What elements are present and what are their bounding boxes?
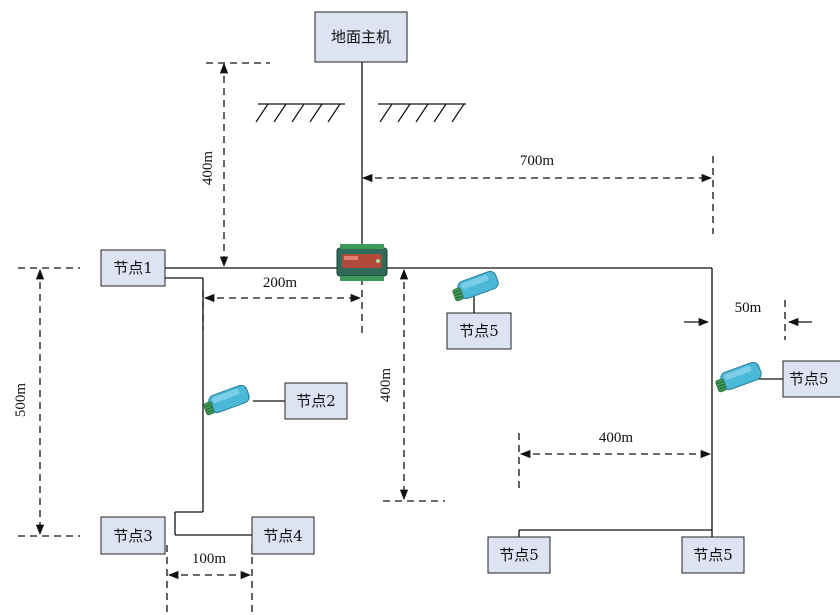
node5-right-box: 节点5 <box>782 360 840 398</box>
wireless-module-icon-node2 <box>200 383 252 417</box>
dimension-bottom-spacing: 100m <box>166 545 253 612</box>
dimension-label-100: 100m <box>192 551 227 567</box>
node2-label: 节点2 <box>296 392 336 410</box>
node4-label: 节点4 <box>263 527 303 545</box>
node4-box: 节点4 <box>251 516 315 555</box>
node5-bottom-left-label: 节点5 <box>499 546 539 564</box>
node5-bottom-right-label: 节点5 <box>693 546 733 564</box>
dimension-main-right: 700m <box>361 153 714 234</box>
node5-bottom-right-box: 节点5 <box>681 536 745 574</box>
node2-box: 节点2 <box>284 382 348 420</box>
node1-box: 节点1 <box>100 249 166 287</box>
dimension-label-400-center: 400m <box>378 368 394 403</box>
dimension-label-depth: 400m <box>200 151 216 186</box>
gateway-device-icon <box>336 244 388 281</box>
dimension-vertical-left: 500m <box>13 267 80 537</box>
cable-lines <box>165 62 784 541</box>
dimension-label-50: 50m <box>735 300 762 316</box>
dimension-bottom-right: 400m <box>518 430 712 492</box>
dimension-node1-gateway: 200m <box>202 275 363 335</box>
dimension-vertical-center: 400m <box>378 268 445 502</box>
node3-box: 节点3 <box>100 516 166 555</box>
ground-surface-right <box>378 103 466 123</box>
wireless-module-icon-node5-mid <box>449 269 501 303</box>
ground-surface-left <box>255 103 345 123</box>
dimension-depth-surface: 400m <box>200 62 270 268</box>
host-box: 地面主机 <box>314 11 408 63</box>
dimension-label-400-bottom: 400m <box>599 430 634 446</box>
node1-label: 节点1 <box>113 259 153 277</box>
dimension-label-200: 200m <box>263 275 298 291</box>
host-label: 地面主机 <box>331 28 391 46</box>
node3-label: 节点3 <box>113 527 153 545</box>
dimension-label-700: 700m <box>520 153 555 169</box>
dimension-label-500: 500m <box>13 383 29 418</box>
node5-bottom-left-box: 节点5 <box>487 536 551 574</box>
node5-mid-label: 节点5 <box>459 322 499 340</box>
wireless-module-icon-node5-right <box>712 360 764 394</box>
node5-right-label: 节点5 <box>789 370 829 388</box>
dimension-right-offset: 50m <box>684 300 812 340</box>
node5-mid-box: 节点5 <box>446 312 512 350</box>
